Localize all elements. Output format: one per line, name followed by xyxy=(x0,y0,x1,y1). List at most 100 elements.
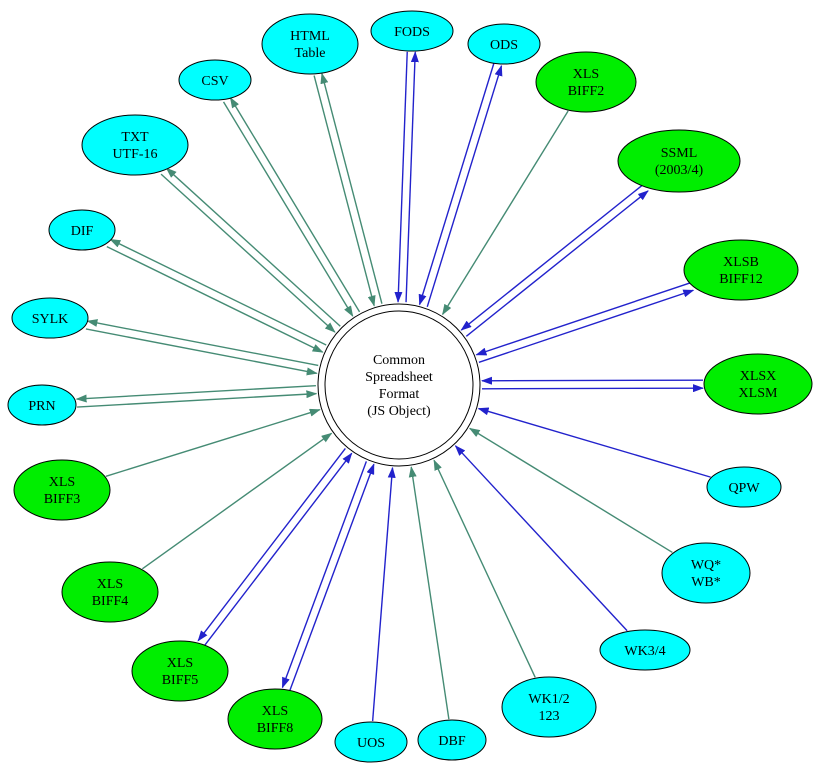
node-txt-utf16-label: TXT xyxy=(121,130,149,145)
edge-xlsb-biff12-read xyxy=(475,282,691,356)
node-xlsx-xlsm-shape xyxy=(703,353,813,415)
edge-sylk-read xyxy=(85,328,318,376)
node-csv: CSV xyxy=(178,59,252,101)
node-dif-shape xyxy=(48,209,116,251)
node-csv-label: CSV xyxy=(201,74,228,89)
edge-xls-biff4-read xyxy=(141,432,333,570)
node-html-table-label: HTML xyxy=(290,29,330,44)
node-uos: UOS xyxy=(334,721,408,763)
edge-txt-utf16-read xyxy=(160,173,336,333)
edge-prn-write xyxy=(75,384,316,403)
node-txt-utf16: TXT UTF-16 xyxy=(81,114,189,176)
node-uos-shape xyxy=(334,721,408,763)
node-xls-biff5-shape xyxy=(131,640,229,702)
edge-dif-write xyxy=(109,238,327,346)
edge-ods-write xyxy=(426,64,503,308)
node-ssml-shape xyxy=(617,129,741,193)
edge-xlsb-biff12-write xyxy=(478,289,695,364)
edge-sylk-write xyxy=(86,319,319,367)
edge-dif-read xyxy=(106,245,324,353)
node-xls-biff8-shape xyxy=(227,688,323,750)
node-wq-wb-shape xyxy=(661,542,751,604)
edge-ssml-read xyxy=(460,184,644,331)
node-xls-biff3-label: XLS xyxy=(49,475,75,490)
node-xlsb-biff12-label: XLSB xyxy=(723,255,759,270)
edge-xls-biff8-write xyxy=(281,461,368,689)
node-xls-biff4: XLS BIFF4 xyxy=(61,561,159,623)
node-txt-utf16-shape xyxy=(81,114,189,176)
csf-inner-circle xyxy=(324,310,474,460)
csf-label: (JS Object) xyxy=(367,404,431,419)
node-prn: PRN xyxy=(7,384,77,426)
node-dif-label: DIF xyxy=(71,224,94,239)
node-txt-utf16-label: UTF-16 xyxy=(112,147,157,162)
edge-csv-read xyxy=(222,101,354,317)
edge-xls-biff2-read xyxy=(441,110,569,316)
edge-wk34-read xyxy=(454,445,628,632)
edge-xls-biff8-read xyxy=(289,463,375,691)
edge-xlsx-xlsm-read xyxy=(480,376,703,385)
edge-csv-write xyxy=(229,96,361,313)
node-wk12-123: WK1/2 123 xyxy=(501,676,597,738)
node-xls-biff5-label: BIFF5 xyxy=(162,673,199,688)
edge-fods-read xyxy=(394,51,408,303)
node-uos-label: UOS xyxy=(357,736,385,751)
node-xls-biff4-label: XLS xyxy=(97,577,123,592)
node-dbf: DBF xyxy=(417,719,487,761)
nodes: HTMLTableFODSODSXLSBIFF2SSML(2003/4)XLSB… xyxy=(7,10,813,763)
csf-label: Format xyxy=(379,387,420,402)
csf-label: Common xyxy=(373,353,425,368)
node-html-table-label: Table xyxy=(295,46,326,61)
node-sylk: SYLK xyxy=(11,297,89,339)
node-ods-shape xyxy=(467,23,541,65)
edge-xlsx-xlsm-write xyxy=(482,384,705,393)
node-wk12-123-label: WK1/2 xyxy=(528,692,569,707)
node-html-table-shape xyxy=(261,13,359,75)
edge-uos-read xyxy=(371,466,396,722)
edge-html-table-write xyxy=(320,72,383,304)
node-dbf-shape xyxy=(417,719,487,761)
node-ssml-label: SSML xyxy=(661,146,698,161)
node-wq-wb: WQ*WB* xyxy=(661,542,751,604)
edge-html-table-read xyxy=(313,75,376,307)
node-ssml-label: (2003/4) xyxy=(655,163,704,178)
csf-label: Spreadsheet xyxy=(365,370,433,385)
node-xls-biff8-label: BIFF8 xyxy=(257,721,294,736)
node-ods-label: ODS xyxy=(490,38,518,53)
node-xls-biff4-label: BIFF4 xyxy=(92,594,129,609)
node-xlsb-biff12-shape xyxy=(683,239,799,301)
node-xlsx-xlsm-label: XLSX xyxy=(740,369,777,384)
node-fods: FODS xyxy=(370,10,454,52)
node-xls-biff8-label: XLS xyxy=(262,704,288,719)
edge-ods-read xyxy=(418,63,495,306)
node-html-table: HTML Table xyxy=(261,13,359,75)
node-xls-biff8: XLS BIFF8 xyxy=(227,688,323,750)
node-qpw-shape xyxy=(706,466,782,508)
node-sylk-shape xyxy=(11,297,89,339)
edge-wk12-123-read xyxy=(433,459,536,678)
node-prn-label: PRN xyxy=(28,399,55,414)
node-ods: ODS xyxy=(467,23,541,65)
edge-prn-read xyxy=(77,390,318,408)
node-xls-biff4-shape xyxy=(61,561,159,623)
edge-wq-wb-read xyxy=(468,427,673,554)
node-wk12-123-label: 123 xyxy=(539,709,560,724)
node-qpw-label: QPW xyxy=(728,481,760,496)
node-fods-label: FODS xyxy=(394,25,430,40)
edge-ssml-write xyxy=(465,190,649,337)
node-ssml: SSML (2003/4) xyxy=(617,129,741,193)
node-xls-biff5-label: XLS xyxy=(167,656,193,671)
node-csv-shape xyxy=(178,59,252,101)
node-xls-biff3-label: BIFF3 xyxy=(44,492,81,507)
node-qpw: QPW xyxy=(706,466,782,508)
edge-dbf-read xyxy=(408,466,450,720)
node-wk34: WK3/4 xyxy=(599,629,691,671)
node-wk12-123-shape xyxy=(501,676,597,738)
edge-xls-biff3-read xyxy=(105,408,321,477)
edge-fods-write xyxy=(405,51,419,303)
